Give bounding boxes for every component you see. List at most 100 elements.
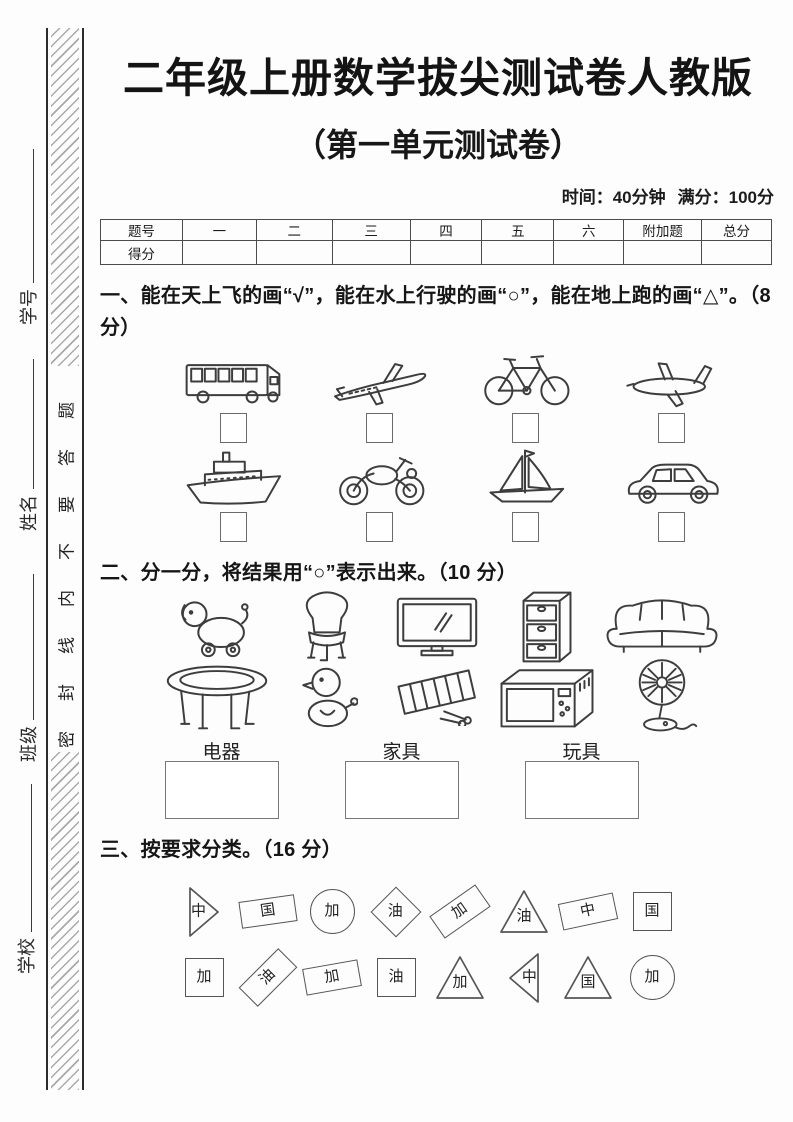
question3-shapes: 中国加油加油中国加油加油加中国加 <box>174 879 682 1011</box>
side-field-blank-line[interactable] <box>22 359 34 489</box>
question2-categories: 电器 家具 玩具 <box>164 737 644 820</box>
shape-circle-加: 加 <box>622 955 682 1001</box>
cabinet-image <box>519 589 575 670</box>
sailboat-image <box>479 449 571 507</box>
q2-item-xylophone <box>382 665 492 733</box>
shape-rect-加: 加 <box>302 959 362 996</box>
score-cell-1[interactable] <box>181 240 257 265</box>
score-cell-7[interactable] <box>623 240 703 265</box>
side-field-blank-line[interactable] <box>22 574 34 720</box>
q2-item-microwave <box>492 665 602 733</box>
tv-image <box>395 596 479 663</box>
side-field-blank-line[interactable] <box>20 784 32 932</box>
side-field-label: 班级 <box>19 726 39 762</box>
score-cell-4[interactable] <box>409 240 483 265</box>
shape-char: 中 <box>578 901 597 921</box>
score-table-header-2: 二 <box>255 219 333 241</box>
q2-item-tv <box>382 595 492 663</box>
sofa-image <box>602 595 722 664</box>
q1-item-small-plane <box>598 350 744 443</box>
category-label-2: 家具 <box>382 742 421 764</box>
q3-shape-row-1: 中国加油加油中国 <box>174 879 682 945</box>
q2-item-table <box>162 665 272 733</box>
bus-image <box>183 350 283 408</box>
score-table-header-6: 六 <box>553 219 625 241</box>
score-cell-3[interactable] <box>331 240 411 265</box>
toy-dog-image <box>173 596 261 663</box>
seal-hatch-top <box>51 28 79 366</box>
shape-char: 加 <box>452 974 468 991</box>
shape-square-加: 加 <box>174 958 234 998</box>
shape-square-国: 国 <box>622 892 682 932</box>
paper-content: 二年级上册数学拔尖测试卷人教版 （第一单元测试卷） 时间：40分钟满分：100分… <box>100 0 776 1011</box>
page-title: 二年级上册数学拔尖测试卷人教版 <box>123 55 753 101</box>
shape-char: 国 <box>259 902 277 921</box>
bicycle-image <box>478 350 573 408</box>
score-table-header-7: 附加题 <box>623 219 703 241</box>
score-cell-2[interactable] <box>255 240 333 265</box>
side-field-1: 学号 <box>15 149 41 325</box>
question1-text: 一、能在天上飞的画“√”，能在水上行驶的画“○”，能在地上跑的画“△”。（8 分… <box>100 285 771 340</box>
answer-box-motorcycle[interactable] <box>365 511 393 542</box>
score-cell-6[interactable] <box>553 240 625 265</box>
shape-char: 油 <box>388 903 404 920</box>
shape-char: 加 <box>644 969 660 986</box>
answer-box-bus[interactable] <box>219 412 247 443</box>
q1-item-bicycle <box>452 350 598 443</box>
category-answer-box-2[interactable] <box>344 761 459 820</box>
shape-char: 加 <box>324 903 340 920</box>
xylophone-image <box>392 668 482 731</box>
small-plane-image <box>624 350 719 408</box>
shape-char: 加 <box>196 969 212 986</box>
category-label-1: 电器 <box>202 742 241 764</box>
shape-char: 中 <box>191 903 207 920</box>
shape-rect-中: 中 <box>557 892 619 931</box>
score-table-header-4: 四 <box>409 219 483 241</box>
seal-line-strip: 密封线内不要答题 <box>46 28 84 1090</box>
score-table: 题号一二三四五六附加题总分得分 <box>100 219 772 265</box>
side-field-4: 学校 <box>13 784 39 974</box>
shape-char: 油 <box>256 966 279 989</box>
shape-char: 加 <box>448 900 471 923</box>
q1-item-airplane <box>306 350 452 443</box>
score-cell-8[interactable] <box>701 240 772 265</box>
category-3: 玩具 <box>524 737 639 820</box>
answer-box-bicycle[interactable] <box>511 412 539 443</box>
side-field-label: 学校 <box>17 938 37 974</box>
shape-rect-油: 油 <box>238 948 298 1007</box>
car-image <box>622 449 720 507</box>
shape-char: 油 <box>516 908 532 925</box>
score-cell-5[interactable] <box>481 240 555 265</box>
answer-box-car[interactable] <box>657 511 685 542</box>
category-answer-box-3[interactable] <box>524 761 639 820</box>
question2-items <box>162 591 722 733</box>
answer-box-small-plane[interactable] <box>657 412 685 443</box>
q1-item-motorcycle <box>306 449 452 542</box>
shape-tri-right-中: 中 <box>174 885 234 939</box>
shape-char: 油 <box>388 969 404 986</box>
category-answer-box-1[interactable] <box>164 761 279 820</box>
side-field-2: 姓名 <box>15 359 41 531</box>
q3-shape-row-2: 加油加油加中国加 <box>174 945 682 1011</box>
score-table-header-5: 五 <box>481 219 555 241</box>
side-field-blank-line[interactable] <box>22 149 34 283</box>
answer-box-ship[interactable] <box>219 511 247 542</box>
answer-box-sailboat[interactable] <box>511 511 539 542</box>
shape-square-油: 油 <box>366 958 426 998</box>
table-image <box>163 663 271 736</box>
score-table-header-3: 三 <box>331 219 411 241</box>
fan-image <box>626 655 698 744</box>
category-1: 电器 <box>164 737 279 820</box>
score-table-header-8: 总分 <box>701 219 772 241</box>
time-limit: 时间：40分钟 <box>561 188 666 207</box>
answer-box-airplane[interactable] <box>365 412 393 443</box>
q2-item-toy-dog <box>162 595 272 663</box>
microwave-image <box>497 664 597 735</box>
shape-rect-国: 国 <box>238 894 298 929</box>
question2-text: 二、分一分，将结果用“○”表示出来。（10 分） <box>100 561 518 584</box>
shape-tri-up-国: 国 <box>558 954 618 1001</box>
page-subtitle: （第一单元测试卷） <box>293 127 582 163</box>
side-field-label: 学号 <box>19 289 39 325</box>
score-table-header-1: 一 <box>181 219 257 241</box>
